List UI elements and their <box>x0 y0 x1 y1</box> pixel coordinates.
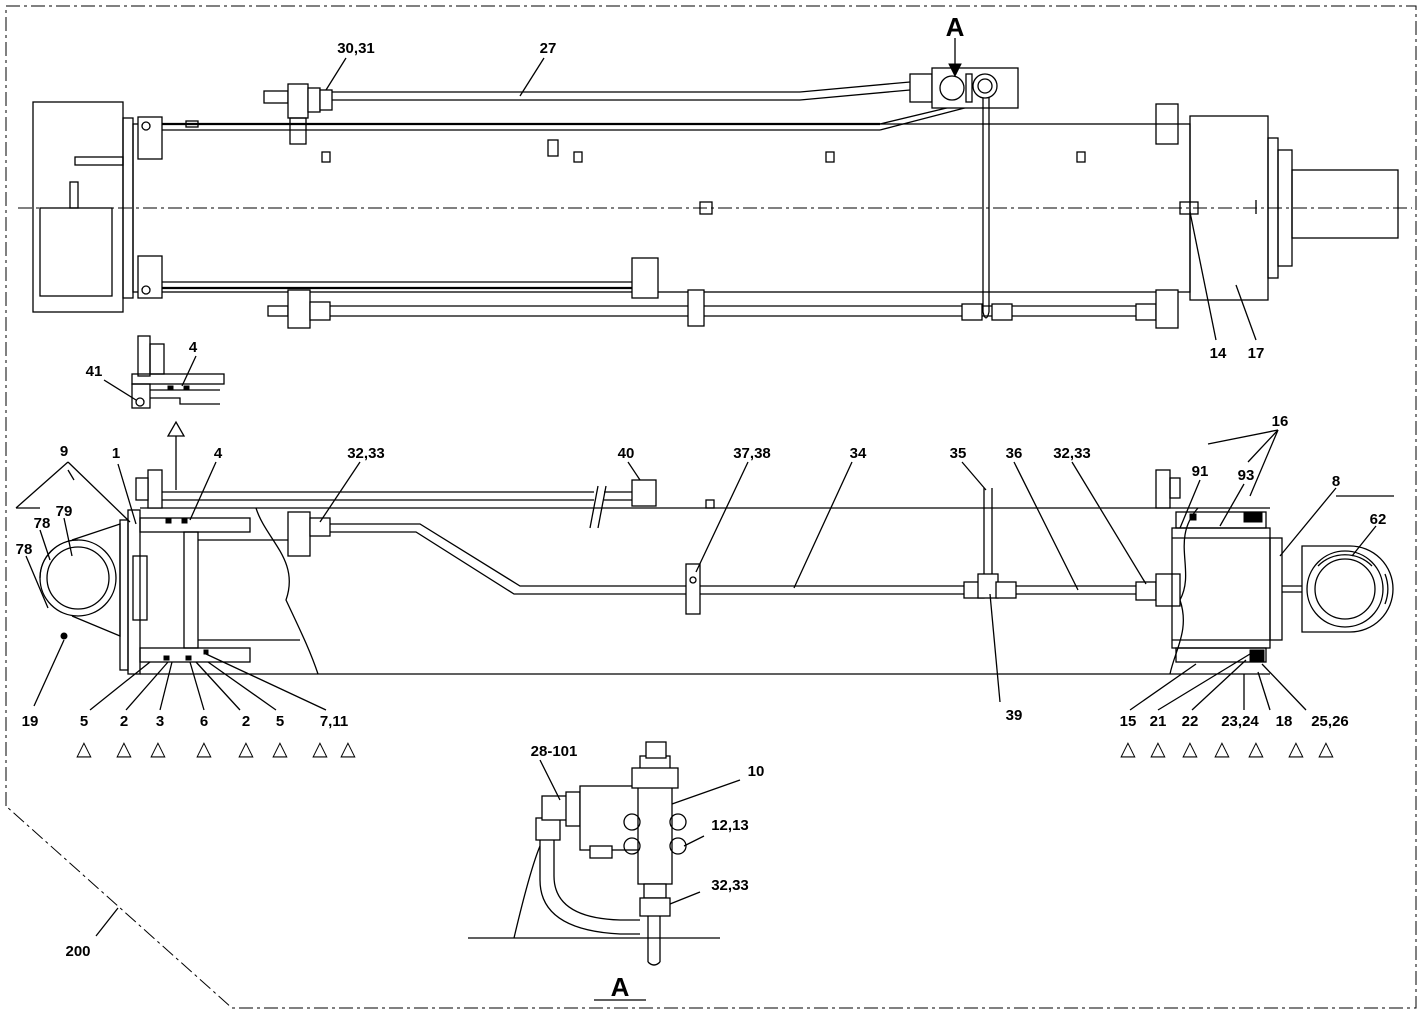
change-triangle: △ <box>312 738 328 760</box>
change-triangle: △ <box>196 738 212 760</box>
change-triangle: △ <box>1214 738 1230 760</box>
view-a-label: A <box>946 12 965 42</box>
label-22: 22 <box>1182 713 1199 730</box>
change-triangle: △ <box>1182 738 1198 760</box>
change-triangle: △ <box>1288 738 1304 760</box>
section-a-view <box>468 741 741 1001</box>
label-91: 91 <box>1192 463 1209 480</box>
seal-detail <box>103 335 225 490</box>
main-section-cylinder <box>39 469 1394 675</box>
label-3: 3 <box>156 713 164 730</box>
label-18: 18 <box>1276 713 1293 730</box>
detail-label-41: 41 <box>86 363 103 380</box>
change-triangle: △ <box>1248 738 1264 760</box>
main-view-leaders <box>15 429 1394 711</box>
label-2-left: 2 <box>120 713 128 730</box>
label-32-33-left: 32,33 <box>347 445 385 462</box>
label-16: 16 <box>1272 413 1289 430</box>
label-27: 27 <box>540 40 557 57</box>
label-30-31: 30,31 <box>337 40 375 57</box>
change-triangle: △ <box>116 738 132 760</box>
label-62: 62 <box>1370 511 1387 528</box>
label-15: 15 <box>1120 713 1137 730</box>
label-32-33-section: 32,33 <box>711 877 749 894</box>
change-triangle: △ <box>1150 738 1166 760</box>
label-200: 200 <box>65 943 90 960</box>
section-a-label: A <box>611 972 630 1002</box>
change-triangle: △ <box>1120 738 1136 760</box>
label-25-26: 25,26 <box>1311 713 1349 730</box>
label-19: 19 <box>22 713 39 730</box>
label-39: 39 <box>1006 707 1023 724</box>
labels: A 30,31 27 14 17 4 41 9 1 4 32,33 40 37,… <box>16 12 1387 1002</box>
label-78-upper: 78 <box>34 515 51 532</box>
label-2-right: 2 <box>242 713 250 730</box>
detail-label-4: 4 <box>189 339 198 356</box>
label-14: 14 <box>1210 345 1227 362</box>
label-36: 36 <box>1006 445 1023 462</box>
label-37-38: 37,38 <box>733 445 771 462</box>
label-79: 79 <box>56 503 73 520</box>
label-7-11: 7,11 <box>320 713 348 730</box>
label-35: 35 <box>950 445 967 462</box>
top-view-leaders <box>325 38 1257 341</box>
label-4: 4 <box>214 445 223 462</box>
label-23-24: 23,24 <box>1221 713 1259 730</box>
leader-200 <box>95 907 119 937</box>
label-1: 1 <box>112 445 120 462</box>
change-triangle: △ <box>340 738 356 760</box>
drawing-border <box>5 5 1417 1009</box>
top-view-cylinder <box>18 67 1412 329</box>
label-5-left: 5 <box>80 713 88 730</box>
label-78-lower: 78 <box>16 541 33 558</box>
change-triangle: △ <box>238 738 254 760</box>
label-32-33-right: 32,33 <box>1053 445 1091 462</box>
label-5-right: 5 <box>276 713 284 730</box>
change-triangle: △ <box>1318 738 1334 760</box>
label-34: 34 <box>850 445 867 462</box>
change-triangle: △ <box>272 738 288 760</box>
label-21: 21 <box>1150 713 1167 730</box>
label-6: 6 <box>200 713 208 730</box>
label-8: 8 <box>1332 473 1340 490</box>
change-triangle: △ <box>150 738 166 760</box>
label-12-13: 12,13 <box>711 817 749 834</box>
label-9: 9 <box>60 443 68 460</box>
label-40: 40 <box>618 445 635 462</box>
change-triangle: △ <box>76 738 92 760</box>
label-10: 10 <box>748 763 765 780</box>
label-93: 93 <box>1238 467 1255 484</box>
label-17: 17 <box>1248 345 1265 362</box>
label-28-101: 28-101 <box>531 743 578 760</box>
